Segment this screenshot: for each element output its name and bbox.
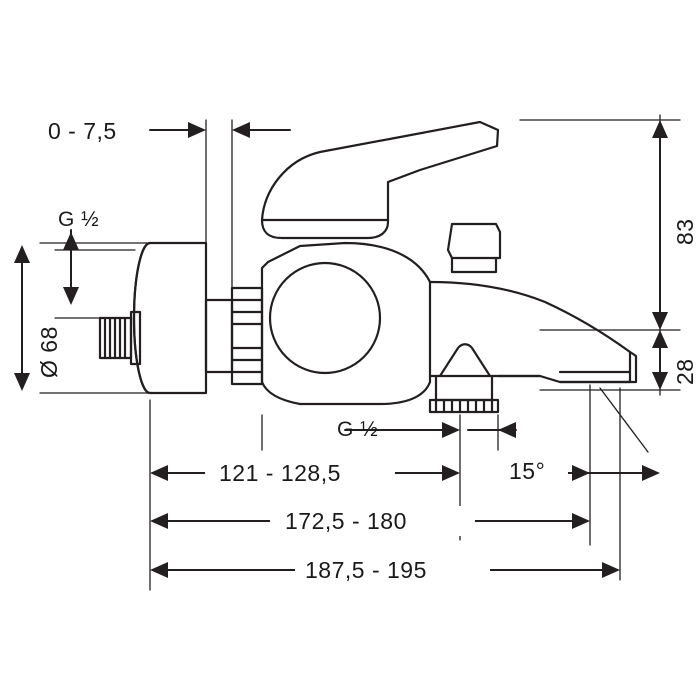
label-depth-mid: 172,5 - 180 <box>285 508 407 534</box>
label-depth-short: 121 - 128,5 <box>219 460 341 486</box>
label-connection-outlet: G ½ <box>337 418 379 441</box>
label-wall-offset: 0 - 7,5 <box>48 118 117 144</box>
label-depth-long: 187,5 - 195 <box>305 557 427 583</box>
label-height-spout: 28 <box>672 358 698 385</box>
label-connection-top: G ½ <box>58 208 100 231</box>
label-height-top: 83 <box>672 218 698 245</box>
label-diameter: Ø 68 <box>36 326 62 378</box>
label-angle: 15° <box>509 458 546 484</box>
